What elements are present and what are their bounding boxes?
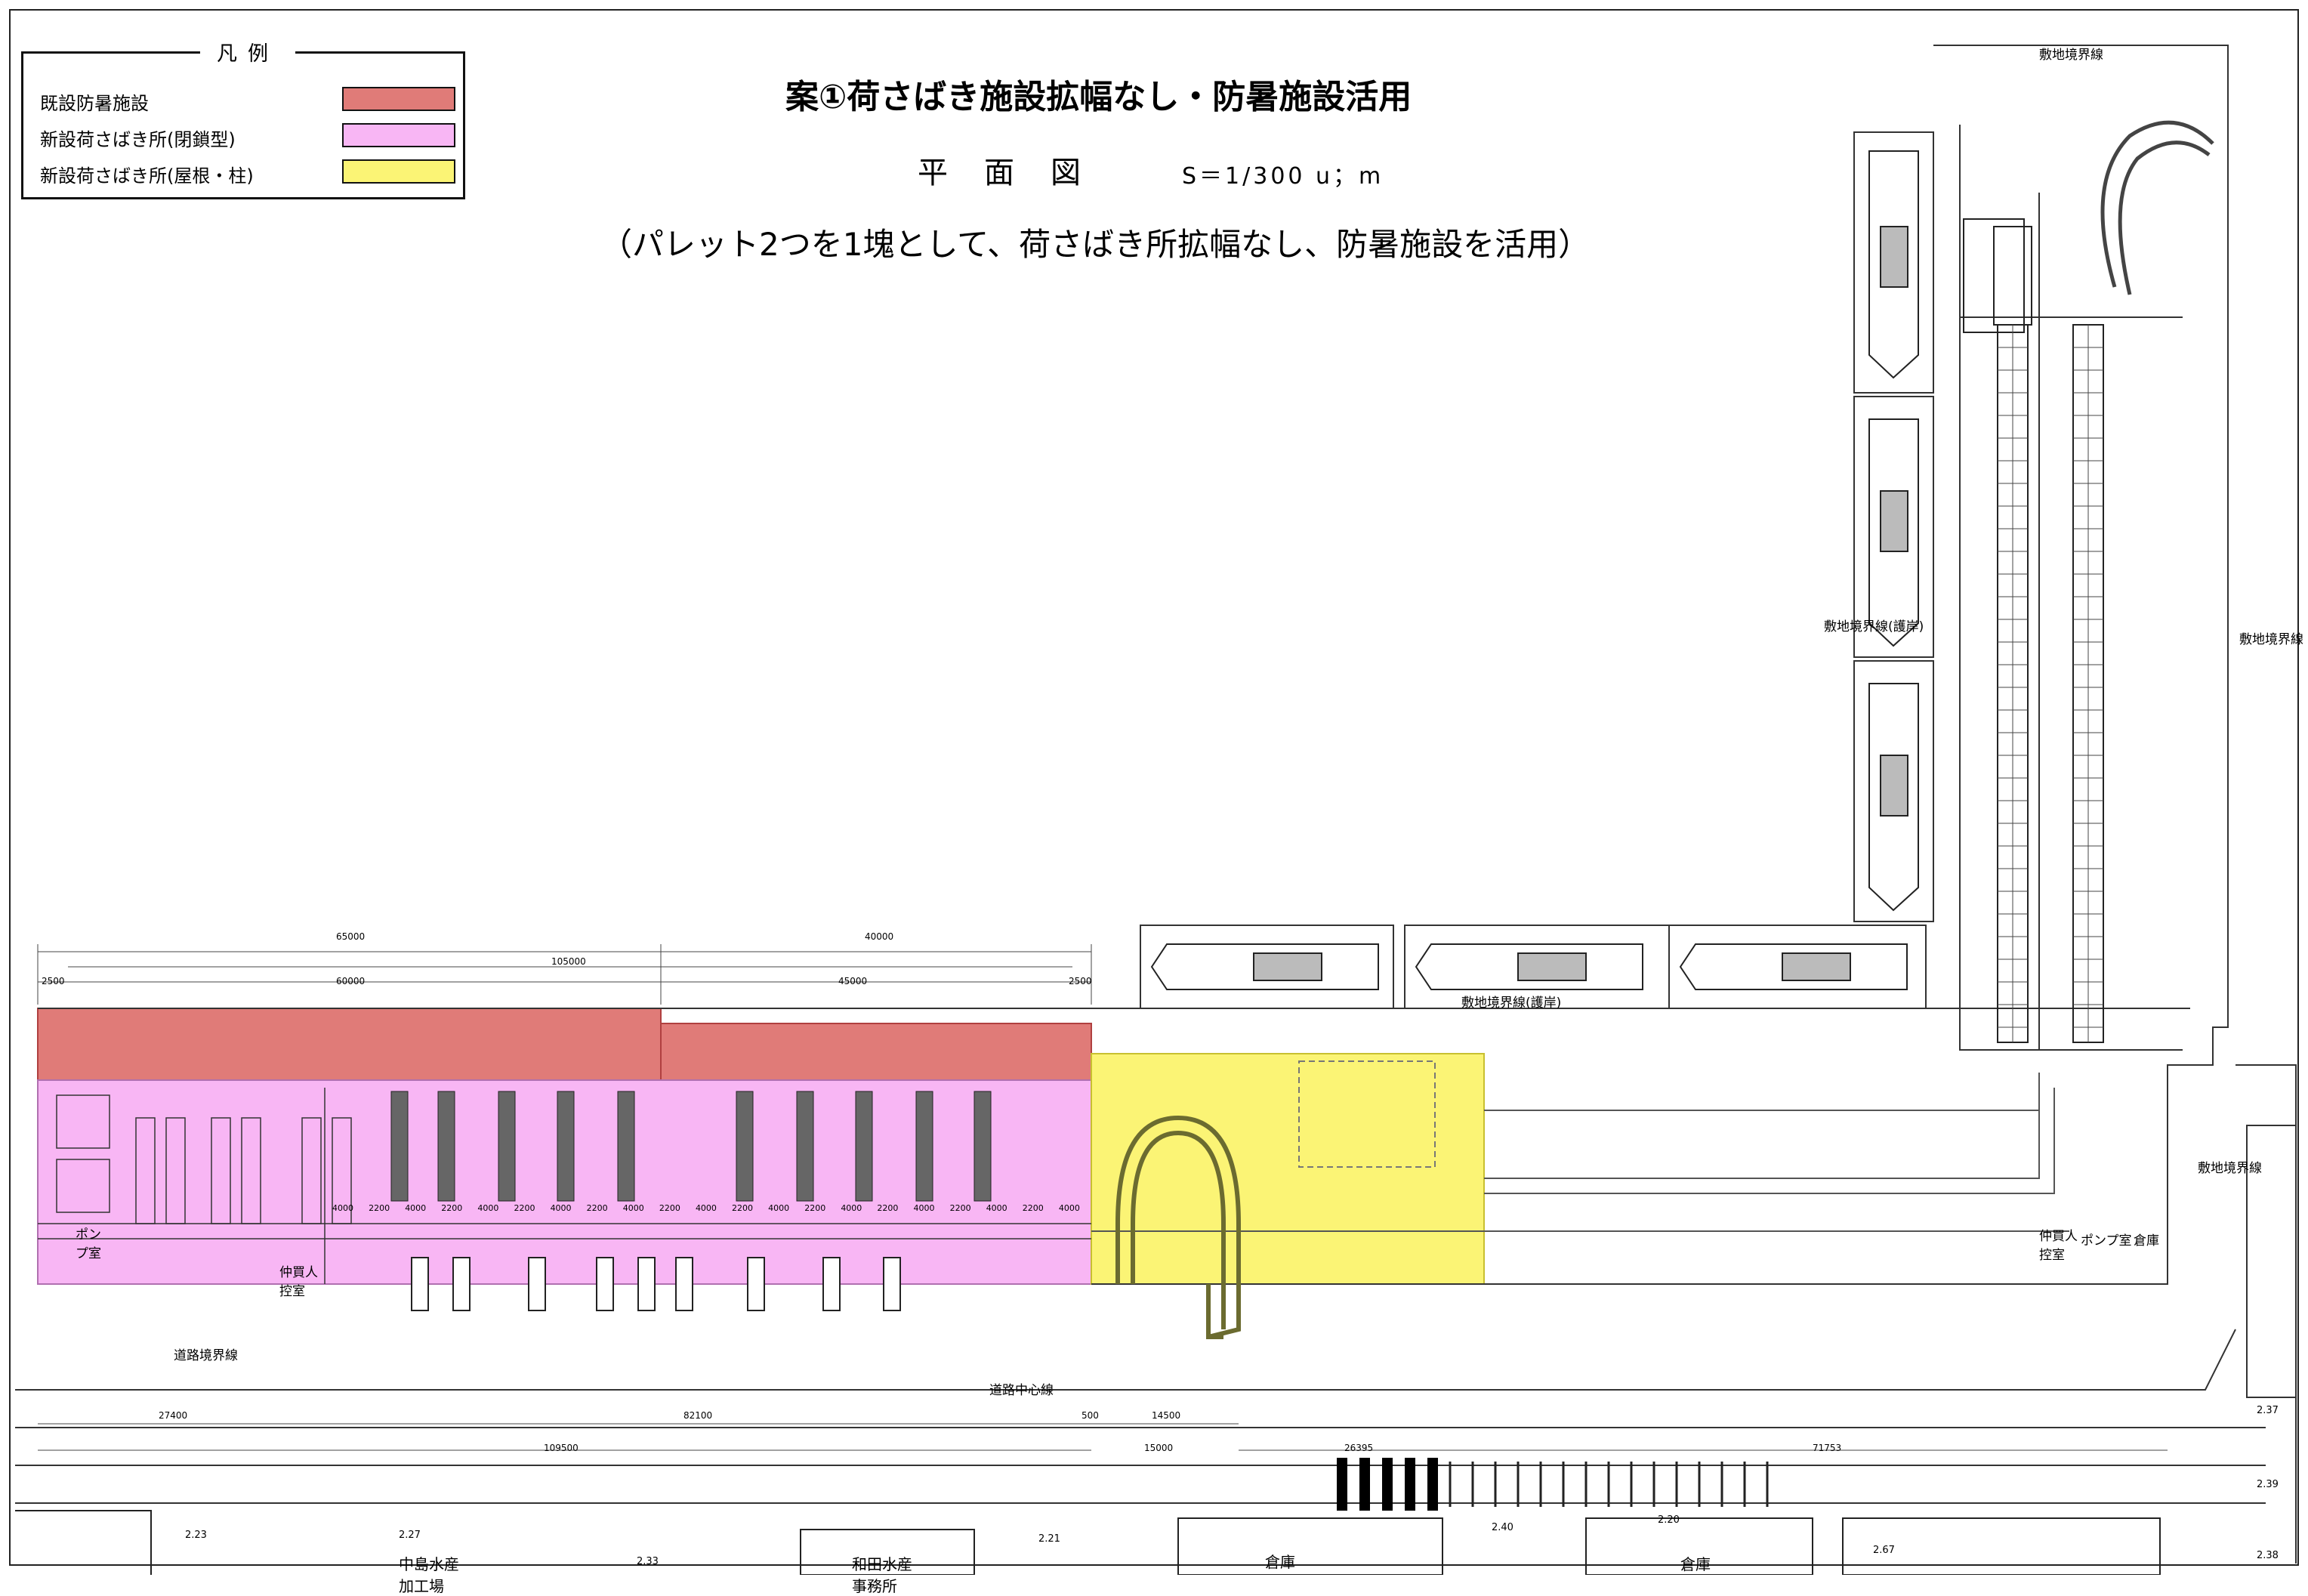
- bay-width-label: 2200: [877, 1203, 899, 1213]
- legend-label: 新設荷さばき所(閉鎖型): [40, 129, 236, 150]
- drawing-title: 案①荷さばき施設拡幅なし・防暑施設活用: [785, 78, 1412, 116]
- label-warehouse-2: 倉庫: [1680, 1555, 1711, 1573]
- drawing-subtitle: （パレット2つを1塊として、荷さばき所拡幅なし、防暑施設を活用）: [600, 226, 1591, 263]
- inner-quay-line: [1959, 125, 2183, 1051]
- bay-width-label: 2200: [441, 1203, 463, 1213]
- bay-width-label: 4000: [477, 1203, 499, 1213]
- label-site-boundary-right: 敷地境界線: [2239, 632, 2303, 647]
- quay-outline: [1091, 45, 2229, 1285]
- label-site-boundary-revetment: 敷地境界線(護岸): [1461, 996, 1562, 1011]
- dim-bottom-2: 82100: [683, 1410, 713, 1421]
- label-road-center: 道路中心線: [989, 1383, 1054, 1398]
- bay-width-label: 2200: [1022, 1203, 1044, 1213]
- new-roof-facility-zone: [1091, 1053, 1485, 1285]
- dim-bottom-7: 71753: [1813, 1443, 1842, 1453]
- scale-label: S＝1/300 u；m: [1182, 163, 1384, 190]
- elevation-label: 2.23: [185, 1530, 207, 1541]
- elevation-label: 2.20: [1658, 1514, 1680, 1526]
- label-warehouse-1: 倉庫: [1265, 1553, 1295, 1571]
- legend-item-roof: 新設荷さばき所(屋根・柱): [40, 156, 463, 190]
- label-site-boundary-top: 敷地境界線: [2039, 48, 2103, 63]
- bay-width-label: 4000: [405, 1203, 427, 1213]
- dim-bottom-5: 15000: [1144, 1443, 1174, 1453]
- label-nakajima: 中島水産加工場: [399, 1555, 459, 1595]
- bay-width-label: 2200: [804, 1203, 826, 1213]
- legend-title: 凡例: [200, 37, 295, 66]
- existing-heat-shelter-zone-2: [660, 1023, 1092, 1081]
- bay-width-label: 4000: [986, 1203, 1007, 1213]
- dim-edge-left: 2500: [42, 976, 65, 986]
- elevation-label: 2.40: [1492, 1522, 1513, 1533]
- elevation-label: 2.38: [2257, 1550, 2279, 1561]
- label-site-boundary-mid: 敷地境界線(護岸): [1824, 619, 1924, 634]
- legend-swatch-roof: [342, 159, 455, 184]
- bay-width-label: 4000: [1058, 1203, 1080, 1213]
- elevation-label: 2.33: [637, 1556, 659, 1567]
- road-line-1: [15, 1329, 2236, 1391]
- drawing-frame: [9, 9, 2299, 1566]
- dim-bottom-3: 500: [1081, 1410, 1099, 1421]
- legend-item-closed: 新設荷さばき所(閉鎖型): [40, 120, 463, 153]
- label-road-boundary: 道路境界線: [174, 1348, 238, 1363]
- label-warehouse-small: 倉庫: [2134, 1233, 2159, 1249]
- label-pump-room-right: ポンプ室: [2081, 1233, 2132, 1249]
- bay-width-label: 4000: [695, 1203, 717, 1213]
- bay-width-label: 2200: [514, 1203, 535, 1213]
- legend-swatch-closed: [342, 123, 455, 147]
- dim-top-2: 40000: [865, 931, 894, 942]
- label-broker-waiting-left: 仲買人控室: [279, 1265, 318, 1299]
- legend-item-existing: 既設防暑施設: [40, 84, 463, 117]
- dim-bottom-4: 14500: [1152, 1410, 1181, 1421]
- bay-width-label: 4000: [332, 1203, 353, 1213]
- existing-heat-shelter-zone: [37, 1008, 662, 1081]
- bay-width-label: 2200: [659, 1203, 680, 1213]
- legend-label: 新設荷さばき所(屋根・柱): [40, 165, 254, 187]
- elevation-label: 2.27: [399, 1530, 421, 1541]
- dim-bottom-total: 109500: [544, 1443, 579, 1453]
- bay-width-label: 2200: [369, 1203, 390, 1213]
- east-building: [2246, 1125, 2297, 1398]
- label-site-boundary-east: 敷地境界線: [2198, 1161, 2262, 1176]
- dim-bottom-6: 26395: [1344, 1443, 1374, 1453]
- label-broker-waiting-right: 仲買人控室: [2039, 1229, 2078, 1263]
- bay-width-label: 4000: [768, 1203, 790, 1213]
- elevation-label: 2.67: [1873, 1545, 1895, 1556]
- dim-top-1: 65000: [336, 931, 366, 942]
- bay-width-label: 4000: [622, 1203, 644, 1213]
- dim-edge-right: 2500: [1069, 976, 1092, 986]
- bay-width-label: 2200: [949, 1203, 971, 1213]
- legend-box: 凡例 既設防暑施設 新設荷さばき所(閉鎖型) 新設荷さばき所(屋根・柱): [21, 37, 465, 199]
- elevation-label: 2.37: [2257, 1405, 2279, 1416]
- bay-width-label: 4000: [841, 1203, 862, 1213]
- legend-label: 既設防暑施設: [40, 93, 149, 114]
- bay-width-label: 4000: [913, 1203, 935, 1213]
- plan-label: 平面図: [918, 156, 1117, 190]
- elevation-label: 2.39: [2257, 1479, 2279, 1490]
- dim-top-total: 105000: [551, 956, 586, 967]
- elevation-label: 2.21: [1038, 1533, 1060, 1545]
- bay-width-label: 2200: [732, 1203, 754, 1213]
- dim-sub-2: 45000: [838, 976, 868, 986]
- dim-sub-1: 60000: [336, 976, 366, 986]
- bay-width-label: 2200: [586, 1203, 608, 1213]
- legend-swatch-existing: [342, 87, 455, 111]
- bay-width-labels: 4000 2200 4000 2200 4000 2200 4000 2200 4000 2200…: [332, 1203, 1080, 1215]
- label-pump-room-left: ポンプ室: [76, 1227, 101, 1261]
- bay-width-label: 4000: [550, 1203, 572, 1213]
- label-wada: 和田水産事務所: [852, 1555, 912, 1595]
- dim-bottom-1: 27400: [159, 1410, 188, 1421]
